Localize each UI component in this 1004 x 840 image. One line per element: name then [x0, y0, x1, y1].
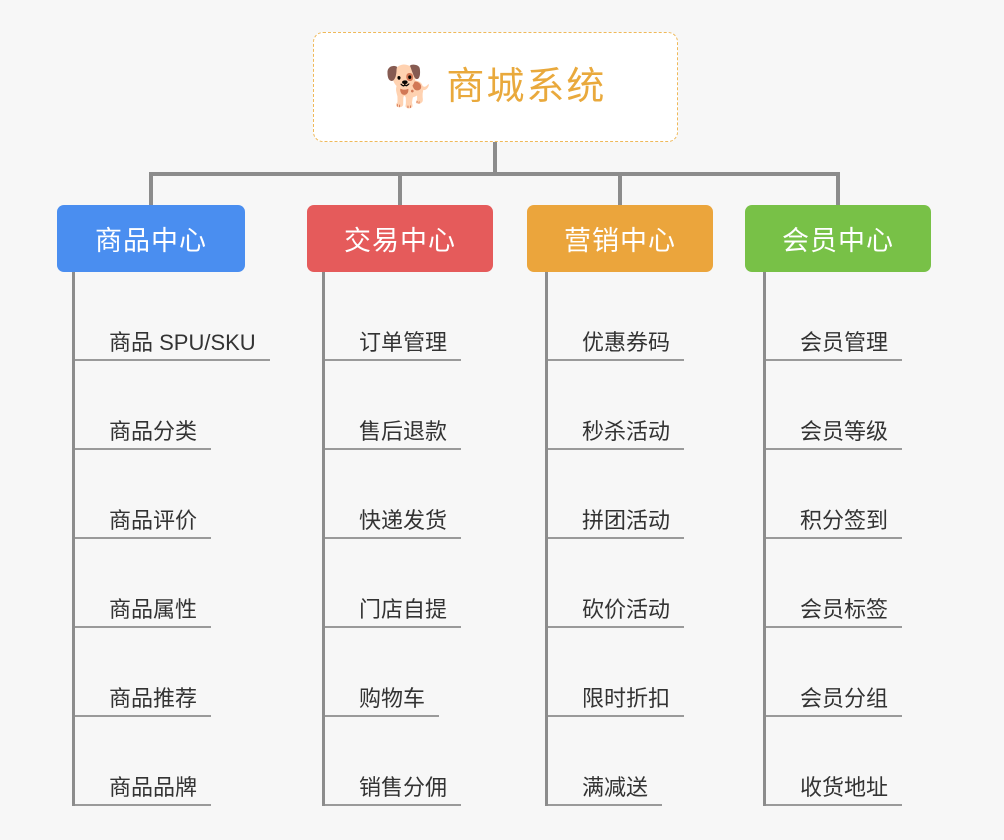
list-item-label: 收货地址 — [766, 776, 903, 806]
branch-items-product-center: 商品 SPU/SKU 商品分类商品评价商品属性商品推荐商品品牌 — [72, 272, 277, 806]
list-item-label: 售后退款 — [325, 420, 462, 450]
connector-drop-trade-center — [398, 172, 402, 205]
list-item[interactable]: 满减送 — [548, 717, 750, 806]
list-item[interactable]: 会员标签 — [766, 539, 968, 628]
branch-header-label: 交易中心 — [344, 226, 456, 256]
list-item-label: 商品品牌 — [75, 776, 212, 806]
list-item-label: 秒杀活动 — [548, 420, 685, 450]
list-item-label: 门店自提 — [325, 598, 462, 628]
list-item[interactable]: 商品分类 — [75, 361, 277, 450]
branch-header-marketing-center[interactable]: 营销中心 — [527, 205, 713, 272]
list-item[interactable]: 拼团活动 — [548, 450, 750, 539]
list-item[interactable]: 优惠券码 — [548, 272, 750, 361]
list-item-label: 满减送 — [548, 776, 663, 806]
list-item[interactable]: 售后退款 — [325, 361, 527, 450]
connector-horizontal-bar — [151, 172, 838, 176]
list-item-label: 会员标签 — [766, 598, 903, 628]
list-item-label: 拼团活动 — [548, 509, 685, 539]
list-item[interactable]: 限时折扣 — [548, 628, 750, 717]
branch-header-label: 营销中心 — [564, 226, 676, 256]
list-item-label: 商品评价 — [75, 509, 212, 539]
connector-drop-marketing-center — [618, 172, 622, 205]
shiba-dog-face-icon: 🐕 — [384, 64, 435, 110]
list-item-label: 积分签到 — [766, 509, 903, 539]
list-item-label: 商品属性 — [75, 598, 212, 628]
branch-header-label: 商品中心 — [95, 226, 207, 256]
list-item-label: 会员等级 — [766, 420, 903, 450]
list-item[interactable]: 商品属性 — [75, 539, 277, 628]
list-item-label: 砍价活动 — [548, 598, 685, 628]
list-item-label: 购物车 — [325, 687, 440, 717]
list-item-label: 商品推荐 — [75, 687, 212, 717]
branch-header-label: 会员中心 — [782, 226, 894, 256]
list-item[interactable]: 会员管理 — [766, 272, 968, 361]
connector-drop-product-center — [149, 172, 153, 205]
list-item-label: 销售分佣 — [325, 776, 462, 806]
list-item-label: 会员管理 — [766, 331, 903, 361]
root-node[interactable]: 🐕 商城系统 — [313, 32, 678, 142]
list-item[interactable]: 积分签到 — [766, 450, 968, 539]
list-item[interactable]: 订单管理 — [325, 272, 527, 361]
branch-header-trade-center[interactable]: 交易中心 — [307, 205, 493, 272]
list-item[interactable]: 砍价活动 — [548, 539, 750, 628]
list-item-label: 快递发货 — [325, 509, 462, 539]
connector-drop-member-center — [836, 172, 840, 205]
branch-items-trade-center: 订单管理售后退款快递发货门店自提购物车销售分佣 — [322, 272, 527, 806]
list-item[interactable]: 销售分佣 — [325, 717, 527, 806]
list-item[interactable]: 购物车 — [325, 628, 527, 717]
list-item[interactable]: 商品 SPU/SKU — [75, 272, 277, 361]
branch-items-member-center: 会员管理会员等级积分签到会员标签会员分组收货地址 — [763, 272, 968, 806]
list-item-label: 会员分组 — [766, 687, 903, 717]
connector-root-stem — [493, 142, 497, 176]
list-item-label: 商品分类 — [75, 420, 212, 450]
list-item[interactable]: 会员分组 — [766, 628, 968, 717]
root-title: 商城系统 — [446, 66, 607, 108]
list-item[interactable]: 收货地址 — [766, 717, 968, 806]
branch-header-product-center[interactable]: 商品中心 — [57, 205, 245, 272]
list-item[interactable]: 商品评价 — [75, 450, 277, 539]
list-item-label: 订单管理 — [325, 331, 462, 361]
list-item[interactable]: 商品品牌 — [75, 717, 277, 806]
list-item[interactable]: 快递发货 — [325, 450, 527, 539]
list-item[interactable]: 门店自提 — [325, 539, 527, 628]
list-item-label: 优惠券码 — [548, 331, 685, 361]
branch-items-marketing-center: 优惠券码秒杀活动拼团活动砍价活动限时折扣满减送 — [545, 272, 750, 806]
list-item[interactable]: 商品推荐 — [75, 628, 277, 717]
list-item[interactable]: 秒杀活动 — [548, 361, 750, 450]
list-item[interactable]: 会员等级 — [766, 361, 968, 450]
list-item-label: 限时折扣 — [548, 687, 685, 717]
branch-header-member-center[interactable]: 会员中心 — [745, 205, 931, 272]
list-item-label: 商品 SPU/SKU — [75, 331, 270, 361]
